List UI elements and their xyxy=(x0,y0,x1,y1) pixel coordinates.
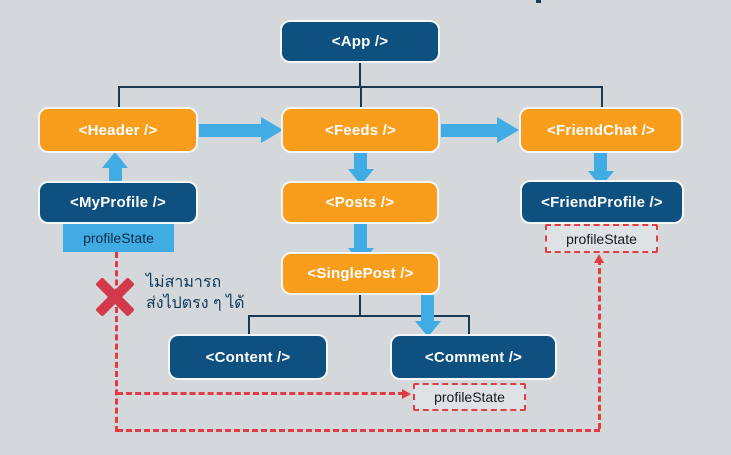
node-myprofile: <MyProfile /> xyxy=(38,181,198,224)
node-app: <App /> xyxy=(280,20,440,63)
node-feeds: <Feeds /> xyxy=(281,107,440,153)
node-posts: <Posts /> xyxy=(281,181,439,224)
top-edge-artifact xyxy=(536,0,541,3)
dashed-line-to-comment-state xyxy=(117,392,404,395)
connector-to-content xyxy=(248,315,250,335)
connector-to-feeds xyxy=(360,86,362,108)
connector-to-friendchat xyxy=(601,86,603,108)
dashed-line-bottom xyxy=(117,429,600,432)
connector-to-comment xyxy=(468,315,470,335)
node-header: <Header /> xyxy=(38,107,198,153)
profilestate-box-myprofile: profileState xyxy=(63,224,174,252)
dashed-arrowhead-right-icon xyxy=(402,389,411,399)
annotation-line2: ส่งไปตรง ๆ ได้ xyxy=(146,295,245,312)
annotation-line1: ไม่สามารถ xyxy=(146,274,222,291)
connector-singlepost-down xyxy=(359,295,361,316)
annotation-cannot-send-directly: ไม่สามารถ ส่งไปตรง ๆ ได้ xyxy=(146,272,245,314)
dashed-line-to-friendprofile-state xyxy=(598,259,601,429)
node-friendchat: <FriendChat /> xyxy=(519,107,683,153)
node-comment: <Comment /> xyxy=(390,334,557,380)
connector-app-down xyxy=(359,63,361,87)
connector-children-horizontal xyxy=(248,315,470,317)
dashed-arrowhead-up-icon xyxy=(594,254,604,263)
profilestate-box-comment: profileState xyxy=(413,383,526,411)
connector-to-header xyxy=(118,86,120,108)
cannot-pass-x-icon xyxy=(92,274,138,320)
profilestate-box-friendprofile: profileState xyxy=(545,224,658,253)
node-friendprofile: <FriendProfile /> xyxy=(520,180,684,224)
node-singlepost: <SinglePost /> xyxy=(281,252,440,295)
node-content: <Content /> xyxy=(168,334,328,380)
dashed-line-from-profilestate xyxy=(115,252,118,432)
